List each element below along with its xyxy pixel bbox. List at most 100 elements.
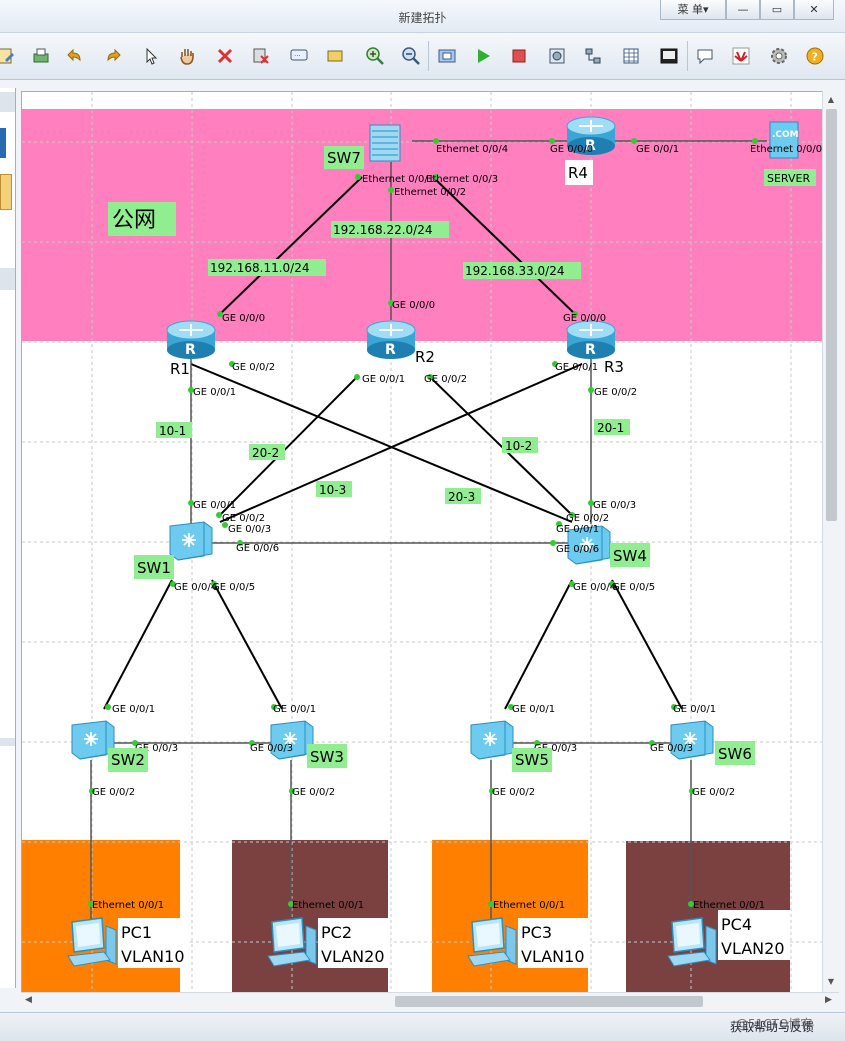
pc3-device[interactable] (467, 917, 517, 967)
screenshot-icon[interactable] (656, 43, 682, 69)
port-dot[interactable] (556, 521, 562, 527)
subnet-label[interactable]: 192.168.11.0/24 (210, 261, 309, 275)
link-r1-sw4[interactable] (190, 363, 573, 523)
port-dot[interactable] (229, 361, 235, 367)
sw2-device[interactable] (71, 720, 115, 760)
minimize-button[interactable]: — (726, 0, 760, 20)
port-dot[interactable] (752, 138, 758, 144)
port-dot[interactable] (552, 361, 558, 367)
device-label-r2[interactable]: R2 (415, 348, 435, 366)
vlan-link-label[interactable]: 20-3 (448, 490, 475, 504)
port-dot[interactable] (433, 174, 439, 180)
sw7-device[interactable] (369, 124, 401, 162)
device-label-sw4[interactable]: SW4 (613, 547, 647, 565)
device-label-pc4[interactable]: PC4 (721, 915, 752, 934)
r3-device[interactable]: R (566, 320, 616, 359)
pc-vlan-label[interactable]: VLAN10 (521, 947, 585, 966)
sw6-device[interactable] (670, 720, 714, 760)
topology-icon[interactable] (580, 43, 606, 69)
help-icon[interactable]: ? (802, 43, 828, 69)
zoom-out-icon[interactable] (398, 43, 424, 69)
start-device-icon[interactable] (470, 43, 496, 69)
port-dot[interactable] (588, 500, 594, 506)
horizontal-scrollbar[interactable]: ◀ ▶ (21, 992, 839, 1010)
server-device[interactable]: .COM (769, 121, 799, 159)
pc-vlan-label[interactable]: VLAN20 (321, 947, 385, 966)
port-dot[interactable] (671, 704, 677, 710)
port-dot[interactable] (609, 581, 615, 587)
link-sw1-sw2[interactable] (103, 579, 173, 710)
port-dot[interactable] (288, 901, 294, 907)
port-dot[interactable] (488, 901, 494, 907)
link-sw7-r1[interactable] (219, 176, 363, 315)
menu-button[interactable]: 菜 单▾ (660, 0, 726, 20)
vlan-link-label[interactable]: 20-1 (597, 421, 624, 435)
close-button[interactable]: ✕ (794, 0, 834, 20)
pc-vlan-label[interactable]: VLAN10 (121, 947, 185, 966)
device-label-sw1[interactable]: SW1 (137, 559, 171, 577)
port-dot[interactable] (88, 901, 94, 907)
pc-vlan-label[interactable]: VLAN20 (721, 939, 785, 958)
scroll-up-icon[interactable]: ▲ (827, 95, 835, 104)
link-sw7-r3[interactable] (432, 176, 576, 315)
help-feedback-link[interactable]: 获取帮助与反馈 (730, 1020, 815, 1034)
undo-icon[interactable] (62, 43, 88, 69)
vlan-link-label[interactable]: 10-2 (505, 439, 532, 453)
port-dot[interactable] (271, 704, 277, 710)
port-dot[interactable] (89, 788, 95, 794)
pan-hand-icon[interactable] (174, 43, 200, 69)
scroll-left-icon[interactable]: ◀ (25, 995, 32, 1005)
device-label-sw6[interactable]: SW6 (718, 745, 752, 763)
port-dot[interactable] (489, 788, 495, 794)
maximize-button[interactable]: ▭ (760, 0, 794, 20)
port-dot[interactable] (289, 788, 295, 794)
link-r2-sw1[interactable] (219, 376, 358, 516)
rectangle-icon[interactable] (322, 43, 348, 69)
port-dot[interactable] (427, 374, 433, 380)
sw1-device[interactable] (169, 521, 213, 561)
port-dot[interactable] (217, 311, 223, 317)
port-dot[interactable] (549, 138, 555, 144)
capture-icon[interactable] (544, 43, 570, 69)
vertical-scrollbar[interactable]: ▲ ▼ (822, 91, 840, 992)
huawei-icon[interactable] (728, 43, 754, 69)
device-category-icon[interactable] (0, 128, 6, 158)
device-label-sw3[interactable]: SW3 (310, 748, 344, 766)
fit-view-icon[interactable] (434, 43, 460, 69)
new-topology-icon[interactable] (0, 43, 18, 69)
port-dot[interactable] (534, 740, 540, 746)
horizontal-scroll-thumb[interactable] (395, 996, 703, 1007)
device-label-r3[interactable]: R3 (604, 358, 624, 376)
port-dot[interactable] (569, 581, 575, 587)
vlan-link-label[interactable]: 20-2 (252, 446, 279, 460)
port-dot[interactable] (588, 387, 594, 393)
port-dot[interactable] (105, 704, 111, 710)
port-dot[interactable] (354, 374, 360, 380)
sw3-device[interactable] (270, 720, 314, 760)
sw5-device[interactable] (470, 720, 514, 760)
zoom-in-icon[interactable] (362, 43, 388, 69)
port-dot[interactable] (222, 522, 228, 528)
link-sw4-sw5[interactable] (504, 579, 573, 710)
port-dot[interactable] (249, 740, 255, 746)
link-r3-sw1[interactable] (219, 363, 583, 523)
port-dot[interactable] (211, 581, 217, 587)
port-dot[interactable] (132, 740, 138, 746)
r1-device[interactable]: R (166, 320, 216, 359)
r4-device[interactable]: R (566, 116, 616, 155)
port-dot[interactable] (572, 311, 578, 317)
print-icon[interactable] (28, 43, 54, 69)
device-label-server[interactable]: SERVER (767, 172, 810, 185)
port-dot[interactable] (188, 387, 194, 393)
settings-icon[interactable] (766, 43, 792, 69)
text-note-icon[interactable]: ··· (286, 43, 312, 69)
r2-device[interactable]: R (366, 320, 416, 359)
port-dot[interactable] (388, 187, 394, 193)
scroll-right-icon[interactable]: ▶ (825, 995, 832, 1005)
port-dot[interactable] (355, 174, 361, 180)
select-icon[interactable] (138, 43, 164, 69)
device-category-icon[interactable] (0, 174, 12, 210)
stop-device-icon[interactable] (506, 43, 532, 69)
port-dot[interactable] (237, 540, 243, 546)
device-label-sw5[interactable]: SW5 (515, 751, 549, 769)
